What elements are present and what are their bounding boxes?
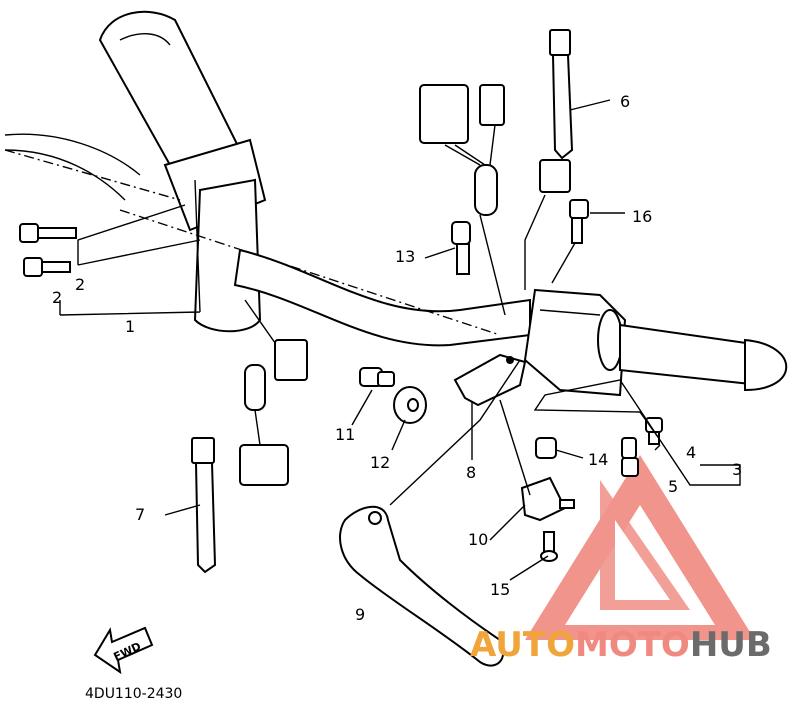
cable-tie-7 [191,437,217,574]
bolt-13 [451,221,471,275]
callout-7: 7 [135,505,145,524]
lever-9 [339,505,505,667]
callout-4: 4 [686,443,696,462]
screw-15 [540,531,558,562]
brake-switch-10 [520,476,575,522]
fwd-arrow-icon: FWD [93,626,154,675]
washer-12 [393,386,427,424]
watermark-wordmark: AUTOMOTOHUB [470,625,772,665]
callout-3: 3 [732,460,742,479]
leader-lines [59,99,741,581]
callout-2-b: 2 [75,275,85,294]
right-switch-housing [523,288,788,397]
figure-code: 4DU110-2430 [85,686,182,702]
callout-10: 10 [468,530,488,549]
callout-14: 14 [588,450,608,469]
callout-11: 11 [335,425,355,444]
lever-holder-8 [453,353,527,407]
handlebar-tube [4,133,531,347]
screw-2-upper [19,223,77,243]
callout-16: 16 [632,207,652,226]
watermark-auto: AUTO [470,625,575,665]
callout-15: 15 [490,580,510,599]
left-wiring [239,299,308,486]
callout-6: 6 [620,92,630,111]
screw-2-lower [23,257,71,277]
watermark-moto: MOTO [575,625,690,665]
main-harness [419,84,571,316]
callout-13: 13 [395,247,415,266]
watermark-hub: HUB [690,625,772,665]
callout-5: 5 [668,477,678,496]
cable-tie-6 [549,29,574,160]
adjuster-11 [359,367,395,387]
screw-16 [569,199,589,244]
callout-1: 1 [125,317,135,336]
watermark-logo [525,455,755,640]
callout-9: 9 [355,605,365,624]
nut-14 [535,437,557,459]
screw-5 [621,437,639,477]
left-grip [98,10,267,333]
callout-2-a: 2 [52,288,62,307]
callout-8: 8 [466,463,476,482]
callout-12: 12 [370,453,390,472]
